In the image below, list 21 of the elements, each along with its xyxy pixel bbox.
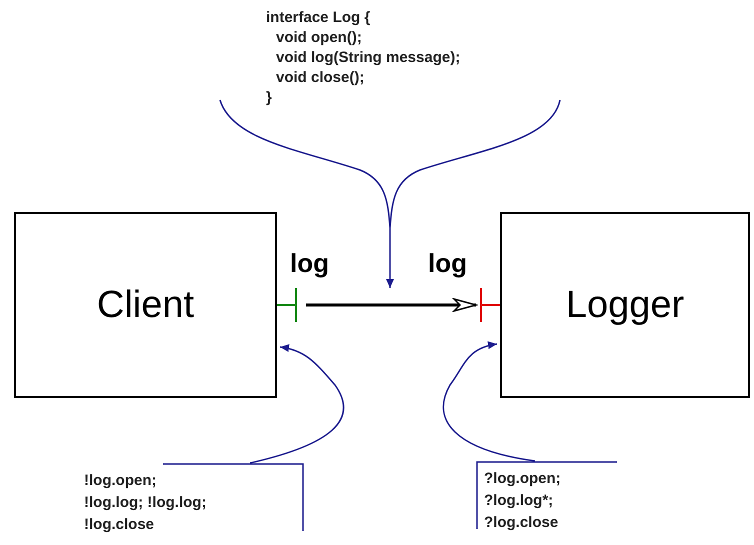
leader-arrow [250, 344, 344, 464]
protocol-step: !log.log; !log.log; [84, 492, 206, 514]
code-line: interface Log { [265, 8, 372, 28]
protocol-step: ?log.log*; [484, 490, 561, 512]
code-line: void open(); [275, 28, 363, 48]
port-label: log [290, 250, 329, 276]
connector-arrow [306, 298, 477, 312]
code-line: } [265, 88, 273, 108]
protocol-step: !log.close [84, 514, 206, 536]
protocol-step: ?log.close [484, 512, 561, 534]
port-label: log [428, 250, 467, 276]
component-name: Logger [566, 282, 684, 328]
code-line: void log(String message); [275, 48, 462, 68]
protocol-step: ?log.open; [484, 468, 561, 490]
leader-arrow [219, 99, 561, 289]
leader-arrow [442, 342, 536, 462]
protocol-step: !log.open; [84, 470, 206, 492]
component-box [14, 212, 277, 398]
code-line: void close(); [275, 68, 366, 88]
component-name: Client [96, 282, 194, 328]
component-box [500, 212, 750, 398]
